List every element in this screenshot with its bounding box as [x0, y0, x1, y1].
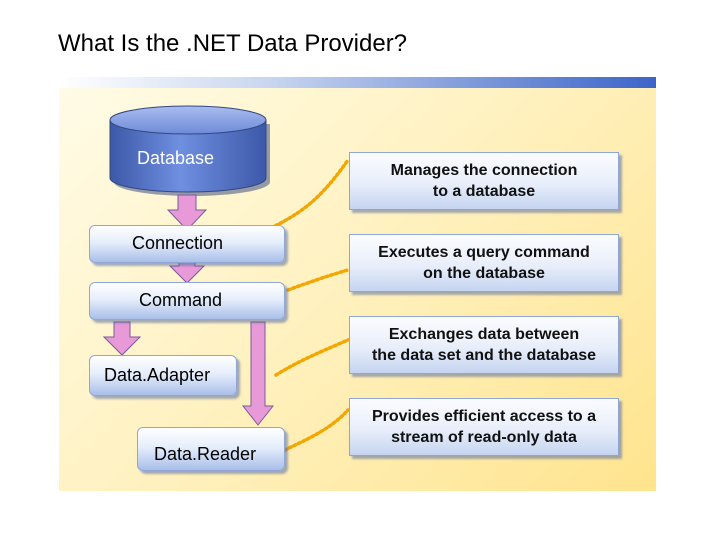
description-data-reader: Provides efficient access to a stream of…	[349, 398, 619, 456]
command-box	[89, 282, 285, 320]
description-command: Executes a query command on the database	[349, 234, 619, 292]
description-data-reader-text: Provides efficient access to a stream of…	[371, 408, 597, 446]
description-data-adapter-text: Exchanges data between the data set and …	[371, 326, 597, 364]
description-command-text: Executes a query command on the database	[378, 244, 590, 282]
description-data-adapter: Exchanges data between the data set and …	[349, 316, 619, 374]
arrow-database-to-connection-icon	[166, 194, 208, 231]
arrow-command-to-data-reader-icon	[241, 321, 275, 426]
database-cylinder	[109, 105, 270, 196]
data-adapter-label: Data.Adapter	[104, 365, 211, 385]
description-connection: Manages the connection to a database	[349, 152, 619, 210]
data-reader-label: Data.Reader	[154, 444, 257, 464]
connection-label: Connection	[132, 233, 224, 253]
slide-title: What Is the .NET Data Provider?	[58, 30, 408, 57]
data-adapter-box	[89, 355, 237, 396]
connection-box	[89, 225, 285, 263]
connector-command	[286, 268, 350, 292]
title-underline-bar	[59, 77, 656, 88]
connector-data-reader	[283, 408, 350, 452]
command-label: Command	[139, 290, 223, 310]
database-label: Database	[137, 148, 215, 168]
arrow-command-to-data-adapter-icon	[102, 321, 142, 356]
connector-data-adapter	[274, 338, 350, 377]
connector-connection	[260, 158, 350, 234]
data-reader-box	[137, 427, 285, 471]
description-connection-text: Manages the connection to a database	[390, 162, 578, 200]
